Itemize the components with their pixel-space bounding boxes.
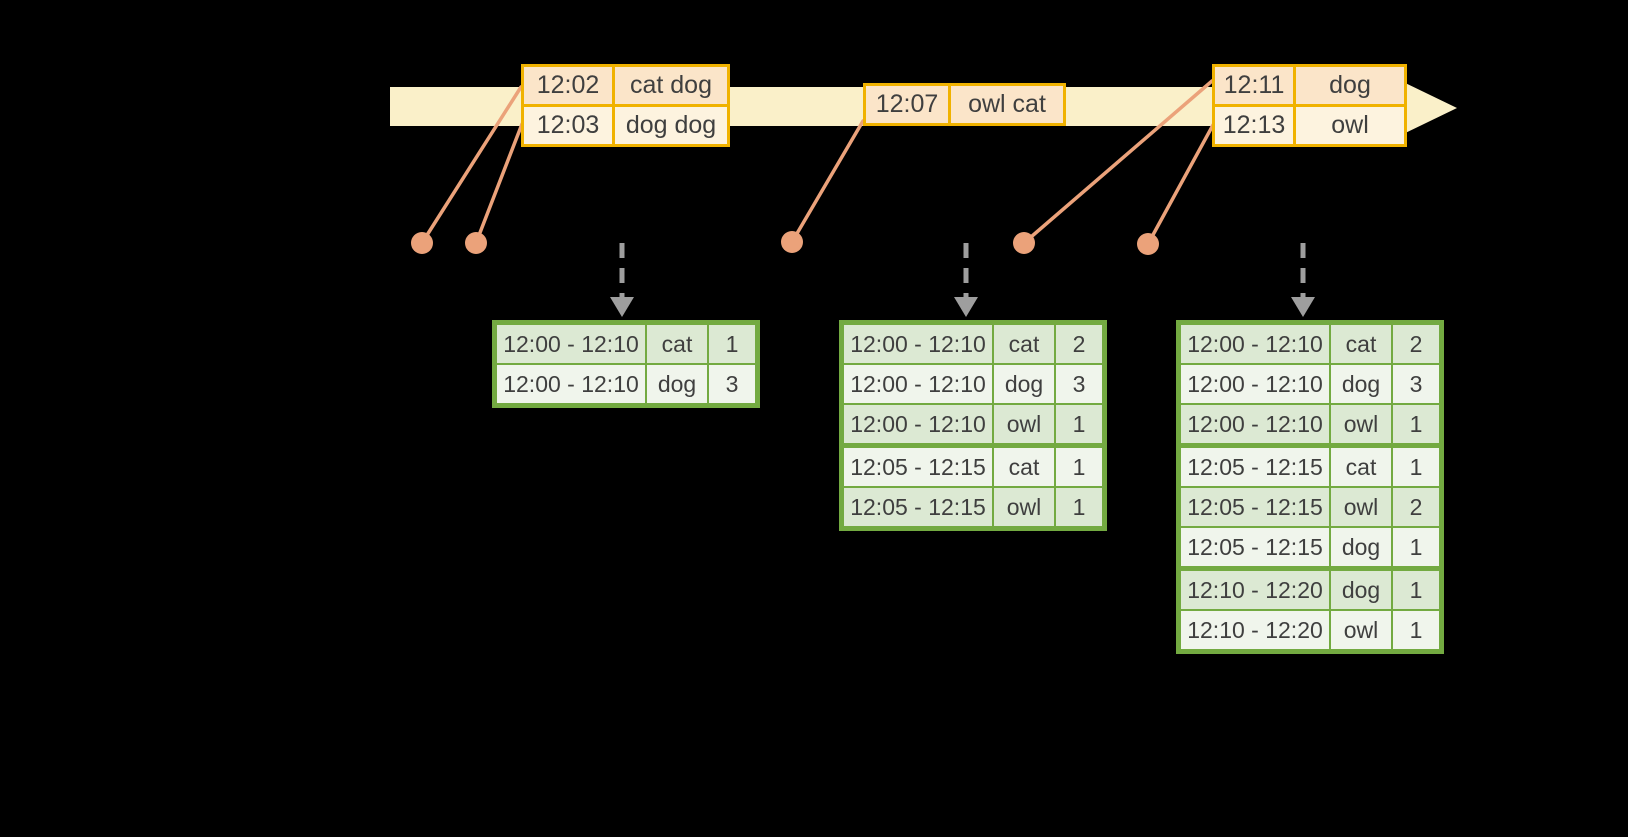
word-cell: dog	[1329, 363, 1393, 405]
window-cell: 12:05 - 12:15	[840, 443, 994, 488]
event-connector-line	[1022, 79, 1214, 245]
window-cell: 12:00 - 12:10	[1177, 321, 1331, 365]
count-cell: 2	[1391, 321, 1443, 365]
window-cell: 12:00 - 12:10	[493, 321, 647, 365]
window-cell: 12:00 - 12:10	[840, 321, 994, 365]
count-cell: 1	[1391, 526, 1443, 570]
event-words-cell: dog dog	[612, 104, 730, 147]
trigger-arrow-icon	[610, 243, 634, 317]
event-time-dot	[465, 232, 487, 254]
window-cell: 12:00 - 12:10	[1177, 403, 1331, 447]
count-cell: 3	[1391, 363, 1443, 405]
count-cell: 3	[1054, 363, 1106, 405]
word-cell: owl	[1329, 486, 1393, 528]
window-cell: 12:05 - 12:15	[840, 486, 994, 530]
word-cell: dog	[645, 363, 709, 407]
word-cell: cat	[992, 321, 1056, 365]
word-cell: cat	[992, 443, 1056, 488]
window-cell: 12:05 - 12:15	[1177, 526, 1331, 570]
event-time-cell: 12:02	[521, 64, 615, 107]
window-cell: 12:10 - 12:20	[1177, 609, 1331, 653]
window-cell: 12:10 - 12:20	[1177, 566, 1331, 611]
event-words-cell: owl	[1293, 104, 1407, 147]
count-cell: 1	[1054, 403, 1106, 447]
event-time-cell: 12:07	[863, 83, 951, 126]
word-cell: cat	[645, 321, 709, 365]
word-cell: cat	[1329, 321, 1393, 365]
word-cell: owl	[992, 403, 1056, 447]
word-cell: cat	[1329, 443, 1393, 488]
count-cell: 3	[707, 363, 759, 407]
word-cell: owl	[992, 486, 1056, 530]
event-time-dot	[1137, 233, 1159, 255]
trigger-arrow-icon	[954, 243, 978, 317]
count-cell: 1	[707, 321, 759, 365]
window-cell: 12:00 - 12:10	[840, 363, 994, 405]
window-cell: 12:05 - 12:15	[1177, 486, 1331, 528]
event-words-cell: dog	[1293, 64, 1407, 107]
event-time-cell: 12:03	[521, 104, 615, 147]
event-time-dot	[781, 231, 803, 253]
event-time-dot	[1013, 232, 1035, 254]
event-connector-line	[790, 119, 865, 244]
event-connector-line	[474, 122, 524, 245]
event-time-dot	[411, 232, 433, 254]
window-cell: 12:00 - 12:10	[1177, 363, 1331, 405]
window-cell: 12:00 - 12:10	[493, 363, 647, 407]
trigger-arrowhead	[610, 297, 634, 317]
window-cell: 12:05 - 12:15	[1177, 443, 1331, 488]
event-time-cell: 12:13	[1212, 104, 1296, 147]
event-connector-line	[420, 85, 523, 245]
count-cell: 1	[1391, 443, 1443, 488]
window-cell: 12:00 - 12:10	[840, 403, 994, 447]
event-connector-line	[1146, 123, 1215, 246]
count-cell: 1	[1054, 486, 1106, 530]
trigger-arrowhead	[954, 297, 978, 317]
word-cell: dog	[1329, 566, 1393, 611]
count-cell: 1	[1391, 609, 1443, 653]
word-cell: owl	[1329, 403, 1393, 447]
timeline-arrowhead-icon	[1395, 78, 1457, 138]
event-words-cell: cat dog	[612, 64, 730, 107]
count-cell: 2	[1054, 321, 1106, 365]
count-cell: 1	[1391, 403, 1443, 447]
word-cell: owl	[1329, 609, 1393, 653]
word-cell: dog	[992, 363, 1056, 405]
count-cell: 2	[1391, 486, 1443, 528]
word-cell: dog	[1329, 526, 1393, 570]
trigger-arrowhead	[1291, 297, 1315, 317]
count-cell: 1	[1391, 566, 1443, 611]
count-cell: 1	[1054, 443, 1106, 488]
event-time-cell: 12:11	[1212, 64, 1296, 107]
event-words-cell: owl cat	[948, 83, 1066, 126]
trigger-arrow-icon	[1291, 243, 1315, 317]
